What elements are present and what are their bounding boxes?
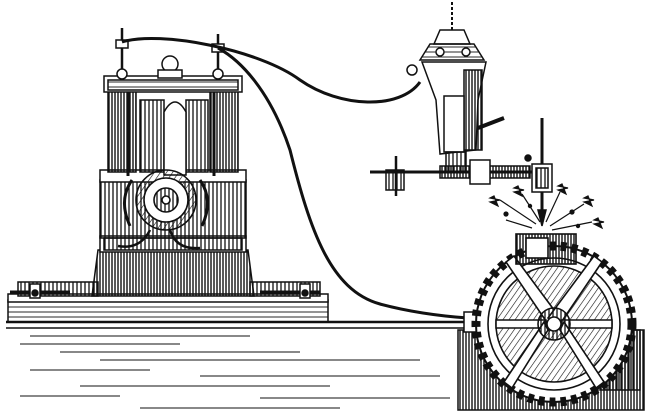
dynamo-base [7, 281, 329, 323]
ground-lines [6, 320, 470, 409]
spark-burst [488, 183, 605, 231]
dynamo-armature [117, 169, 209, 250]
carrier-arm [370, 118, 553, 227]
dynamo-body [91, 28, 255, 297]
gear-wheel [471, 233, 637, 407]
arc-lamp [406, 2, 505, 173]
power-cables [121, 36, 469, 320]
